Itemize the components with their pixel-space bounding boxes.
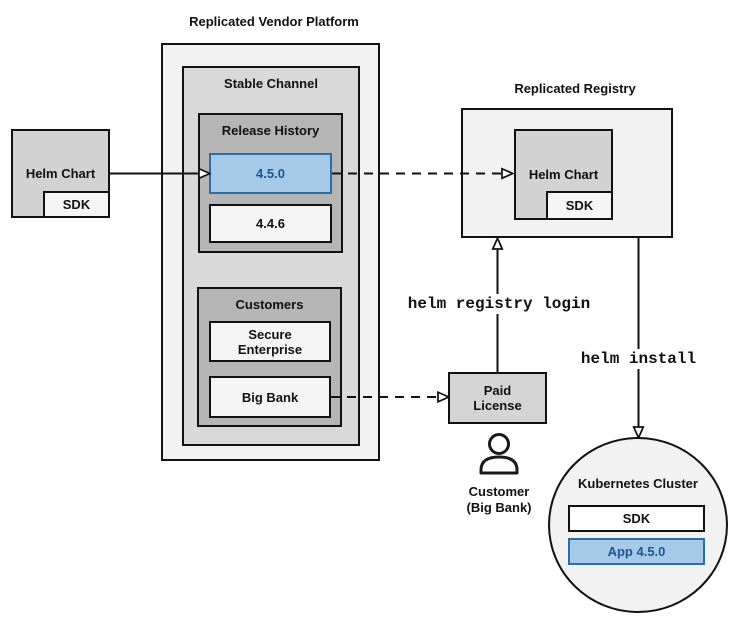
cluster-sdk-box: SDK [568,505,705,532]
release-version-450: 4.5.0 [209,153,332,194]
customer-caption: Customer (Big Bank) [439,484,559,516]
customer-caption-line1: Customer [468,484,530,499]
stable-channel-label: Stable Channel [224,76,318,91]
customer-caption-line2: (Big Bank) [466,500,532,515]
vendor-platform-title: Replicated Vendor Platform [189,14,359,29]
release-history-label: Release History [221,123,320,138]
cmd-helm-install: helm install [560,349,717,369]
registry-title: Replicated Registry [514,81,636,96]
registry-sdk-box: SDK [546,191,613,220]
cmd-helm-registry-login: helm registry login [399,294,599,314]
cluster-app-box: App 4.5.0 [568,538,705,565]
kubernetes-cluster-label: Kubernetes Cluster [578,476,698,491]
paid-license-label: Paid License [473,383,522,413]
customer-secure-enterprise: Secure Enterprise [209,321,331,362]
release-version-446: 4.4.6 [209,204,332,243]
customer-person-icon [479,433,519,475]
source-sdk-box: SDK [43,191,110,218]
customer-big-bank: Big Bank [209,376,331,418]
paid-license-box: Paid License [448,372,547,424]
customers-label: Customers [235,297,304,312]
